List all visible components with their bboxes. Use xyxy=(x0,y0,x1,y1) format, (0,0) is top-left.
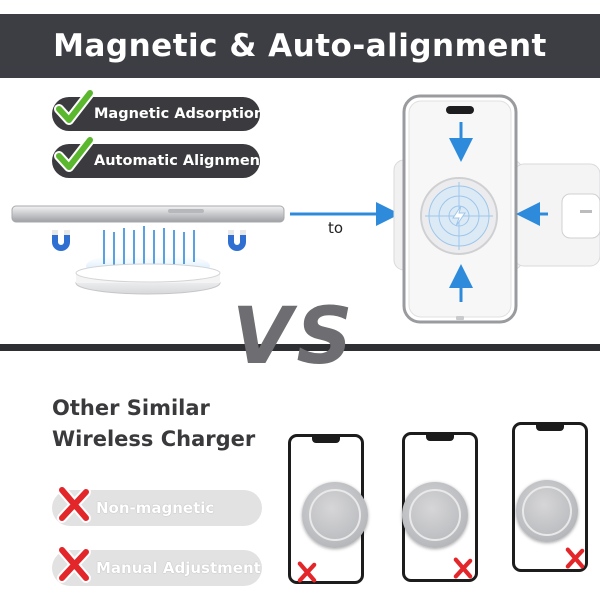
comparison-heading-line1: Other Similar xyxy=(52,396,210,420)
feature-label: Manual Adjustment xyxy=(96,559,261,577)
charger-disc xyxy=(516,480,578,542)
to-label: to xyxy=(328,219,344,237)
feature-pill-magnetic-adsorption: Magnetic Adsorption xyxy=(52,89,264,131)
phone-notch xyxy=(312,437,340,443)
magnet-icon xyxy=(52,230,70,251)
green-check-icon xyxy=(54,89,94,125)
red-x-icon xyxy=(57,545,91,583)
red-x-icon xyxy=(453,557,473,579)
green-check-icon xyxy=(54,136,94,172)
feature-pill-non-magnetic: Non-magnetic xyxy=(52,485,262,526)
phone-notch xyxy=(536,425,564,431)
phone-notch xyxy=(426,435,454,441)
phone-side-view xyxy=(11,205,285,223)
feature-label: Magnetic Adsorption xyxy=(94,106,265,122)
alignment-arrows xyxy=(449,122,548,302)
red-x-icon xyxy=(297,561,317,583)
charger-disc xyxy=(302,482,368,548)
magnetic-charger-puck xyxy=(420,177,498,255)
feature-pill-automatic-alignment: Automatic Alignment xyxy=(52,136,267,178)
magnet-icon xyxy=(228,230,246,251)
header-bar: Magnetic & Auto-alignment xyxy=(0,14,600,78)
page-title: Magnetic & Auto-alignment xyxy=(53,28,547,64)
charger-ring xyxy=(409,489,461,541)
comparison-heading: Other Similar Wireless Charger xyxy=(52,393,272,455)
vs-label: VS xyxy=(232,292,357,382)
feature-label: Automatic Alignment xyxy=(94,153,267,169)
feature-pill-manual-adjustment: Manual Adjustment xyxy=(52,545,262,586)
red-x-icon xyxy=(57,485,91,523)
charging-pad xyxy=(75,263,221,295)
charger-ring xyxy=(522,486,572,536)
charger-ring xyxy=(309,489,361,541)
red-x-icon xyxy=(565,547,585,569)
comparison-heading-line2: Wireless Charger xyxy=(52,427,256,451)
section-divider xyxy=(0,344,600,351)
charger-disc xyxy=(402,482,468,548)
feature-label: Non-magnetic xyxy=(96,499,215,517)
magnetic-alignment-illustration xyxy=(11,94,600,324)
